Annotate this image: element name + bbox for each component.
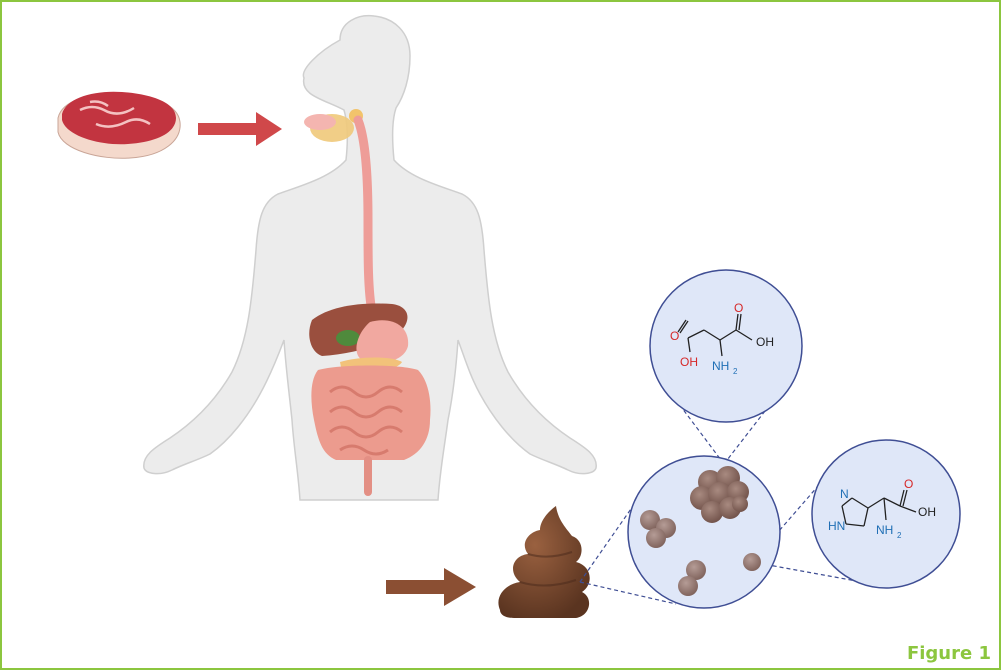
atom-oh-right: OH bbox=[756, 335, 774, 349]
atom-oh-left: OH bbox=[680, 355, 698, 369]
atom-nh2-subscript: 2 bbox=[897, 531, 902, 540]
figure-label: Figure 1 bbox=[907, 643, 991, 664]
atom-o-left: O bbox=[670, 329, 679, 343]
aspartic-acid-magnifier-circle: O OH O OH NH 2 bbox=[650, 270, 802, 422]
food-to-mouth-arrow bbox=[198, 112, 282, 146]
atom-n-ring: N bbox=[840, 487, 849, 501]
atom-oh: OH bbox=[918, 505, 936, 519]
human-body-icon bbox=[144, 16, 596, 500]
steak-icon bbox=[58, 92, 180, 159]
atom-o-right: O bbox=[734, 301, 743, 315]
histidine-magnifier-circle: N HN O OH NH 2 bbox=[812, 440, 960, 588]
atom-nh2: NH bbox=[712, 359, 729, 373]
body-to-stool-arrow bbox=[386, 568, 476, 606]
atom-nh2-subscript: 2 bbox=[733, 367, 738, 376]
stool-icon bbox=[498, 506, 589, 618]
atom-hn-ring: HN bbox=[828, 519, 845, 533]
atom-o: O bbox=[904, 477, 913, 491]
stool-magnifier-circle bbox=[628, 456, 780, 608]
atom-nh2: NH bbox=[876, 523, 893, 537]
